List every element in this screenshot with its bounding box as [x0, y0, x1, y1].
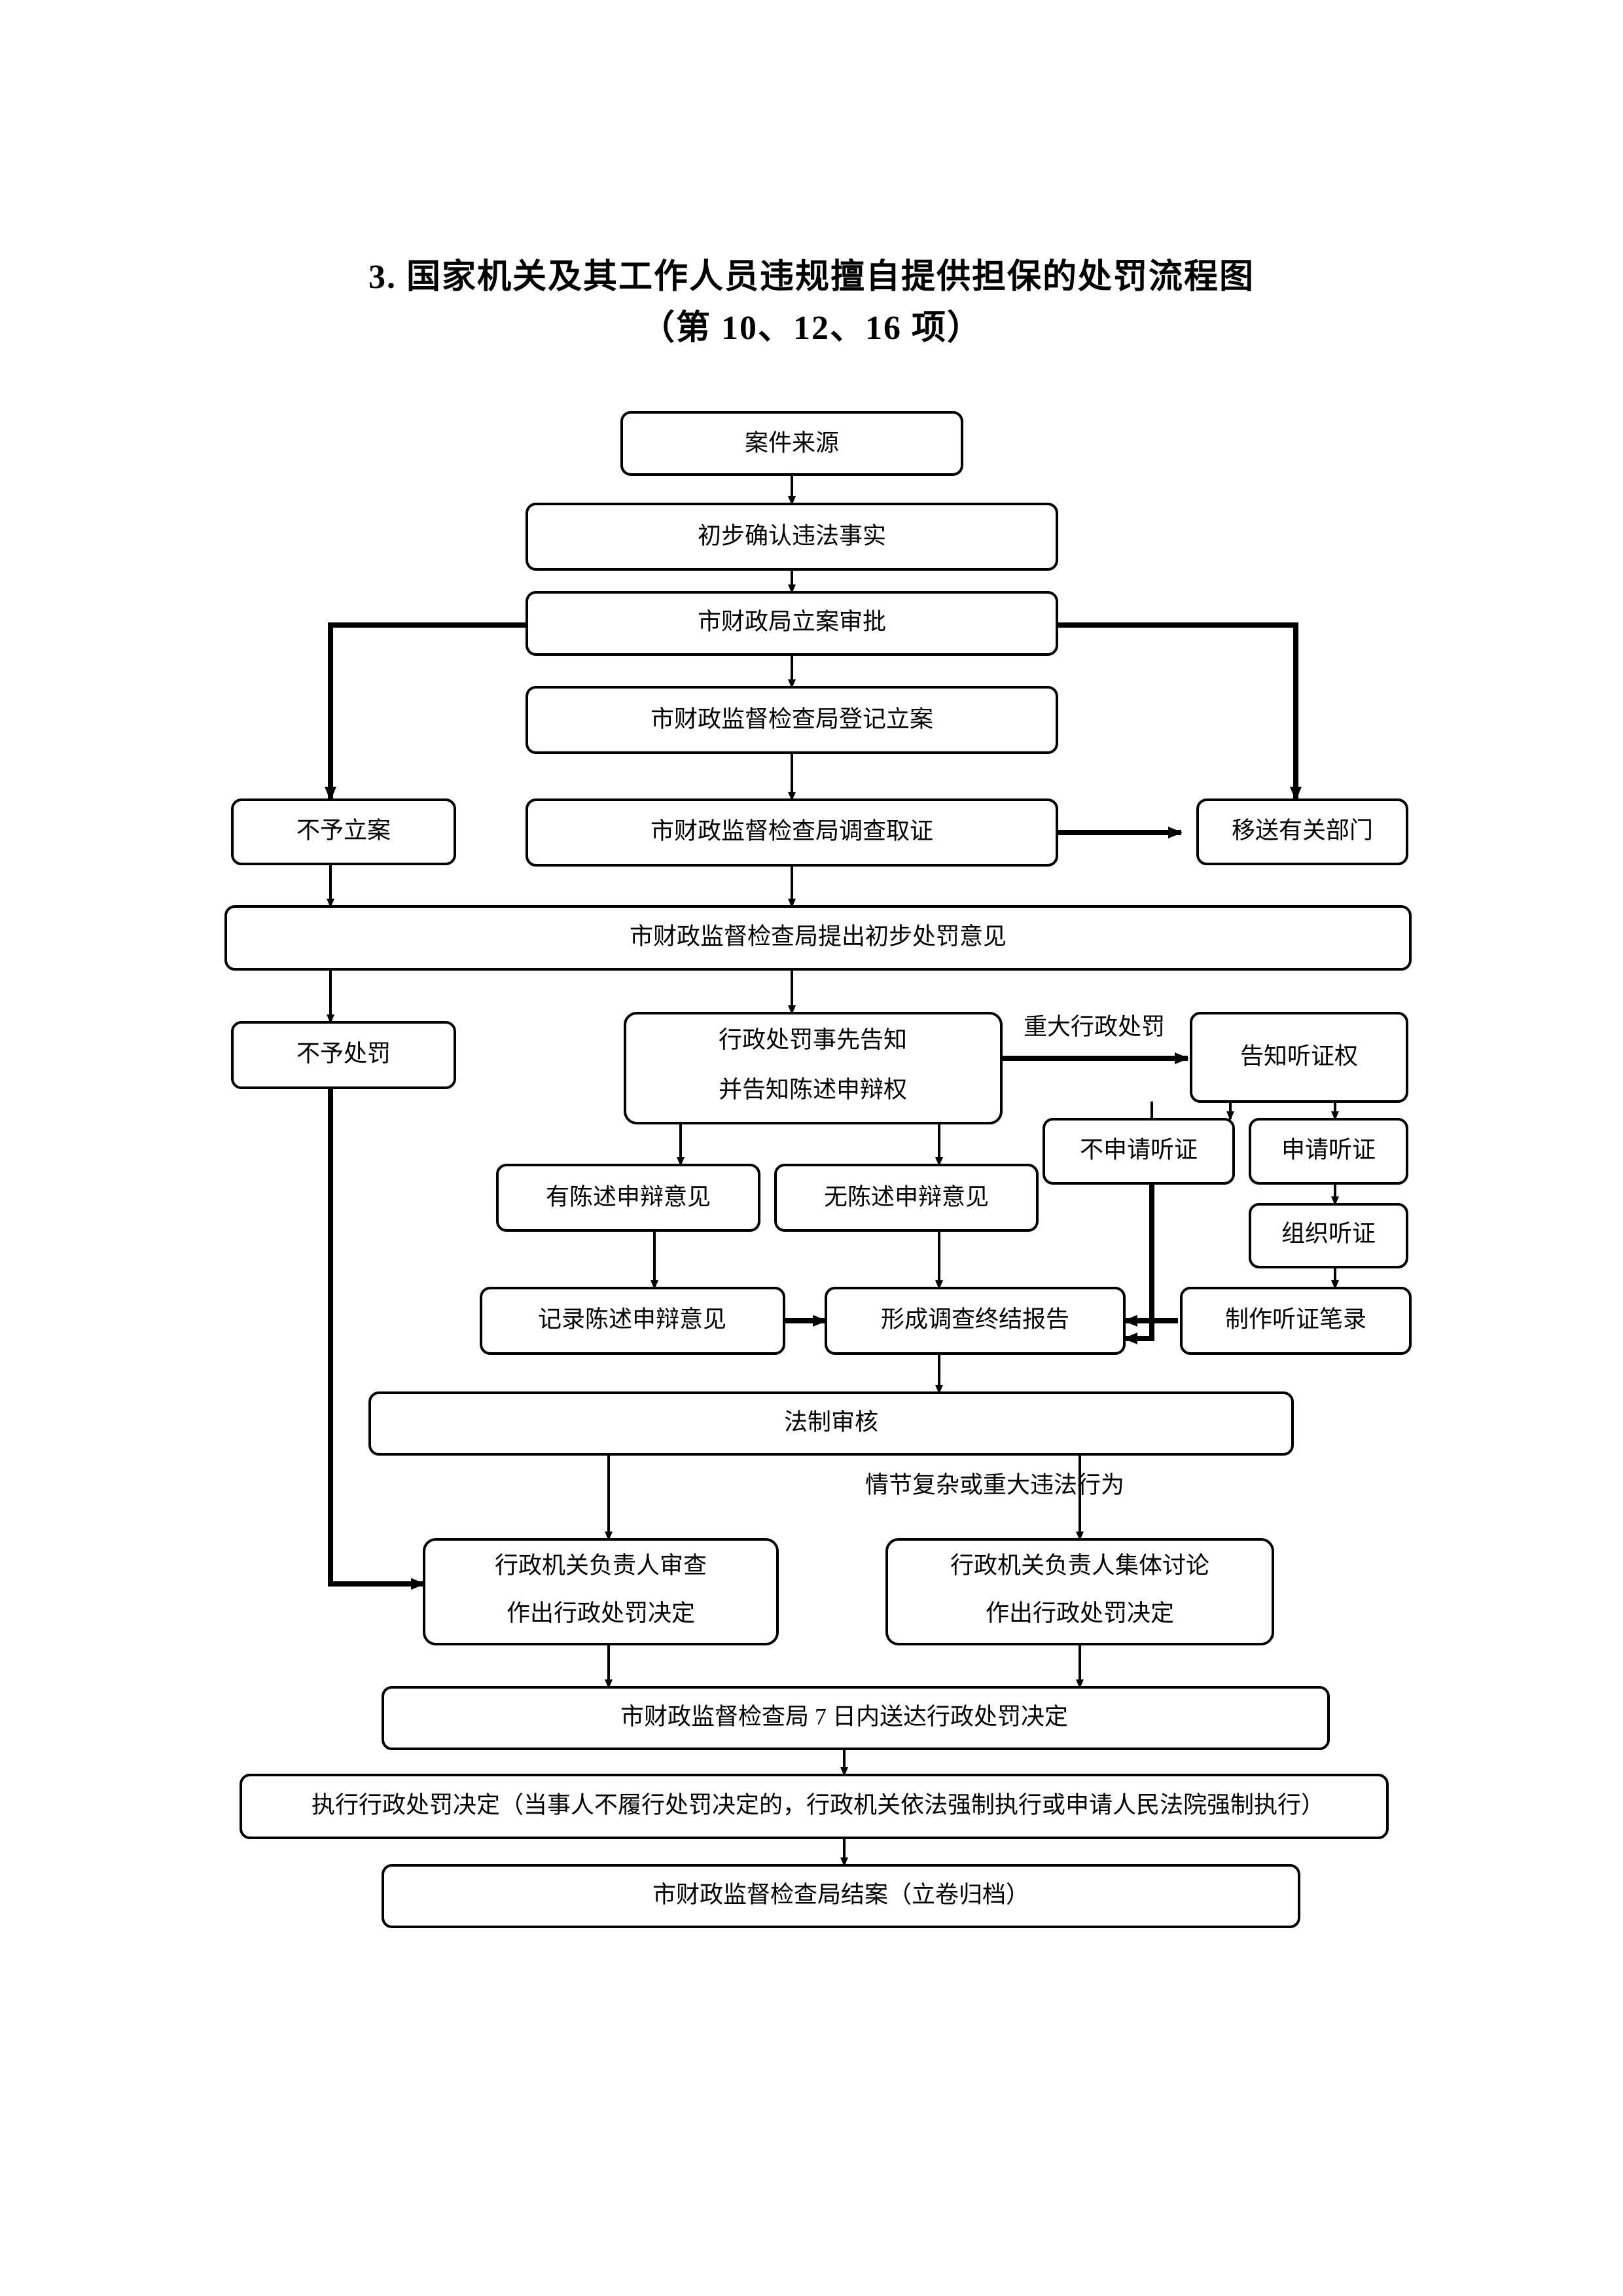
flow-nodes: 案件来源 初步确认违法事实 市财政局立案审批 市财政监督检查局登记立案 不予立案 [224, 411, 1412, 1928]
node-no-statement[interactable]: 无陈述申辩意见 [774, 1164, 1039, 1232]
node-no-case-label: 不予立案 [296, 817, 391, 843]
flow-edge-labels: 重大行政处罚 情节复杂或重大违法行为 [865, 1013, 1165, 1498]
node-close-case[interactable]: 市财政监督检查局结案（立卷归档） [382, 1864, 1300, 1928]
node-record-statement-label: 记录陈述申辩意见 [538, 1306, 726, 1332]
edge-label-major-penalty: 重大行政处罚 [1024, 1013, 1165, 1039]
node-deliver-decision-label: 市财政监督检查局 7 日内送达行政处罚决定 [620, 1703, 1068, 1729]
page-title: 3. 国家机关及其工作人员违规擅自提供担保的处罚流程图 （第 10、12、16 … [0, 252, 1623, 354]
node-execute-decision[interactable]: 执行行政处罚决定（当事人不履行处罚决定的，行政机关依法强制执行或申请人民法院强制… [240, 1774, 1389, 1839]
node-hearing-record-label: 制作听证笔录 [1225, 1306, 1366, 1332]
edge-label-complex-violation: 情节复杂或重大违法行为 [865, 1471, 1124, 1498]
node-final-report-label: 形成调查终结报告 [881, 1306, 1069, 1332]
node-execute-decision-label: 执行行政处罚决定（当事人不履行处罚决定的，行政机关依法强制执行或申请人民法院强制… [312, 1791, 1325, 1818]
node-has-statement[interactable]: 有陈述申辩意见 [496, 1164, 760, 1232]
node-no-statement-label: 无陈述申辩意见 [824, 1183, 989, 1210]
node-case-source[interactable]: 案件来源 [620, 411, 963, 476]
node-has-statement-label: 有陈述申辩意见 [546, 1183, 711, 1210]
edge-approval-to-no-case [325, 622, 537, 801]
node-prior-notice-label-2: 并告知陈述申辩权 [719, 1076, 907, 1102]
node-preliminary-opinion[interactable]: 市财政监督检查局提出初步处罚意见 [224, 905, 1412, 971]
node-organize-hearing[interactable]: 组织听证 [1249, 1203, 1408, 1268]
node-transfer-department[interactable]: 移送有关部门 [1196, 798, 1408, 865]
edge-no-apply-to-final-report [1123, 1183, 1154, 1344]
node-no-penalty[interactable]: 不予处罚 [231, 1021, 456, 1089]
node-no-apply-hearing-label: 不申请听证 [1080, 1136, 1198, 1162]
node-apply-hearing[interactable]: 申请听证 [1249, 1118, 1408, 1185]
node-head-review-decision-label-1: 行政机关负责人审查 [495, 1552, 707, 1578]
node-legal-review[interactable]: 法制审核 [368, 1391, 1294, 1456]
node-close-case-label: 市财政监督检查局结案（立卷归档） [652, 1881, 1029, 1907]
edge-approval-to-transfer [1047, 622, 1302, 801]
node-register-case-label: 市财政监督检查局登记立案 [651, 706, 933, 732]
node-case-source-label: 案件来源 [745, 429, 839, 456]
node-case-approval[interactable]: 市财政局立案审批 [526, 591, 1058, 656]
node-deliver-decision[interactable]: 市财政监督检查局 7 日内送达行政处罚决定 [382, 1686, 1330, 1750]
node-no-penalty-label: 不予处罚 [296, 1040, 391, 1066]
edge-no-penalty-to-head-review [328, 1088, 425, 1590]
node-hearing-record[interactable]: 制作听证笔录 [1180, 1287, 1412, 1355]
node-collective-discussion-decision-label-1: 行政机关负责人集体讨论 [950, 1552, 1209, 1578]
node-preliminary-confirm-label: 初步确认违法事实 [698, 522, 886, 548]
node-investigate-evidence[interactable]: 市财政监督检查局调查取证 [526, 798, 1058, 867]
node-register-case[interactable]: 市财政监督检查局登记立案 [526, 686, 1058, 754]
node-notify-hearing-right[interactable]: 告知听证权 [1190, 1012, 1408, 1103]
node-head-review-decision-label-2: 作出行政处罚决定 [507, 1600, 695, 1626]
node-apply-hearing-label: 申请听证 [1281, 1136, 1376, 1162]
node-preliminary-opinion-label: 市财政监督检查局提出初步处罚意见 [630, 923, 1007, 949]
node-record-statement[interactable]: 记录陈述申辩意见 [480, 1287, 785, 1355]
node-preliminary-confirm[interactable]: 初步确认违法事实 [526, 503, 1058, 571]
node-head-review-decision[interactable]: 行政机关负责人审查 作出行政处罚决定 [423, 1538, 779, 1645]
node-legal-review-label: 法制审核 [784, 1408, 878, 1435]
node-final-report[interactable]: 形成调查终结报告 [825, 1287, 1126, 1355]
node-organize-hearing-label: 组织听证 [1281, 1220, 1376, 1246]
node-transfer-department-label: 移送有关部门 [1232, 817, 1373, 843]
title-line-2: （第 10、12、16 项） [640, 310, 982, 347]
node-notify-hearing-right-label: 告知听证权 [1240, 1043, 1358, 1069]
node-prior-notice[interactable]: 行政处罚事先告知 并告知陈述申辩权 [624, 1012, 1003, 1124]
node-no-apply-hearing[interactable]: 不申请听证 [1043, 1118, 1235, 1185]
node-case-approval-label: 市财政局立案审批 [698, 608, 886, 634]
node-investigate-evidence-label: 市财政监督检查局调查取证 [651, 817, 933, 844]
node-collective-discussion-decision-label-2: 作出行政处罚决定 [986, 1600, 1174, 1626]
node-prior-notice-label-1: 行政处罚事先告知 [719, 1026, 907, 1052]
node-collective-discussion-decision[interactable]: 行政机关负责人集体讨论 作出行政处罚决定 [885, 1538, 1274, 1645]
node-no-case[interactable]: 不予立案 [231, 798, 456, 865]
title-line-1: 3. 国家机关及其工作人员违规擅自提供担保的处罚流程图 [368, 259, 1255, 296]
